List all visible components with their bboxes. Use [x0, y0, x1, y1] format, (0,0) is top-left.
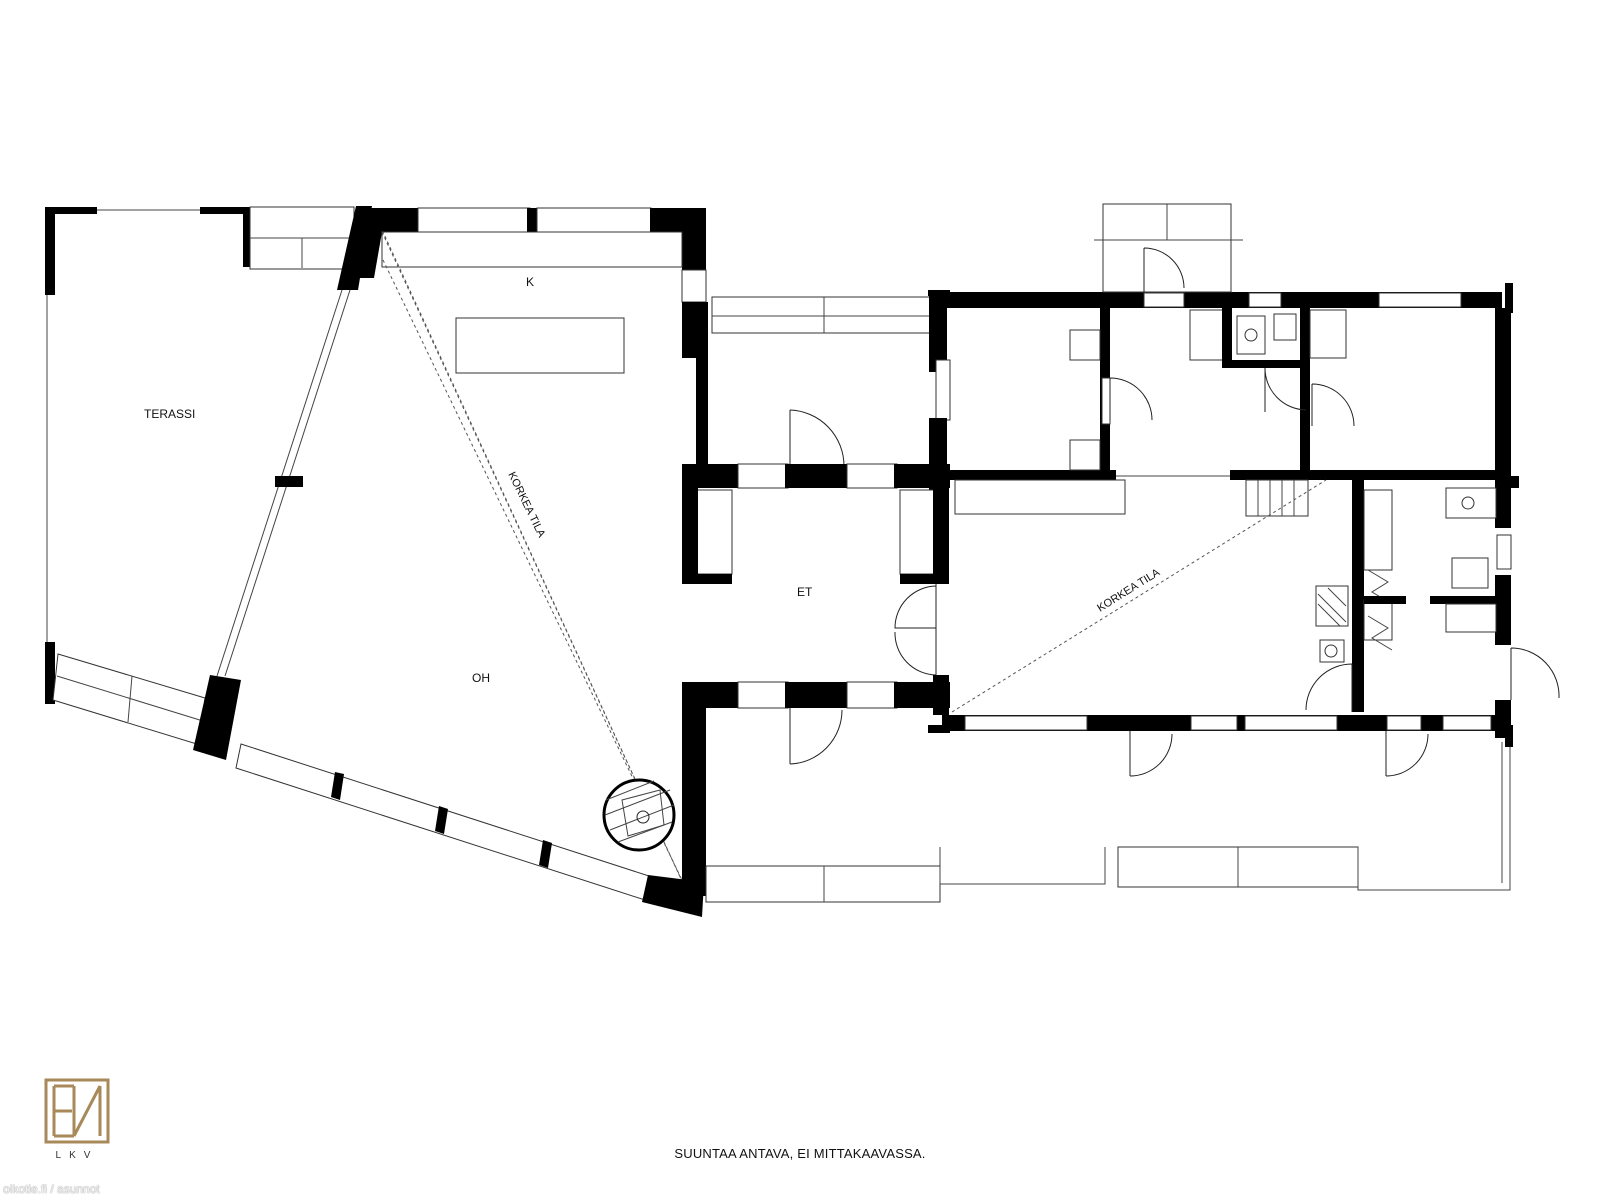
- front-terrace: [705, 742, 1511, 903]
- label-entry: ET: [797, 585, 813, 599]
- brand-logo: [44, 1078, 110, 1144]
- watermark: oikotie.fi / asunnot: [3, 1182, 100, 1196]
- fireplace: [602, 778, 676, 852]
- glass-wall: [193, 206, 372, 760]
- logo-wordmark: LKV: [55, 1150, 99, 1161]
- label-terrace: TERASSI: [144, 407, 195, 421]
- terrace-area: [45, 206, 355, 746]
- disclaimer-note: SUUNTAA ANTAVA, EI MITTAKAAVASSA.: [674, 1146, 926, 1161]
- label-high-space-right: KORKEA TILA: [1095, 566, 1162, 614]
- label-kitchen: K: [526, 275, 534, 289]
- label-living-room: OH: [472, 671, 490, 685]
- log-house: [928, 203, 1560, 777]
- kitchen: [350, 207, 707, 374]
- label-high-space-left: KORKEA TILA: [505, 470, 547, 540]
- living-room: [235, 231, 708, 917]
- entry-hall: [682, 292, 951, 765]
